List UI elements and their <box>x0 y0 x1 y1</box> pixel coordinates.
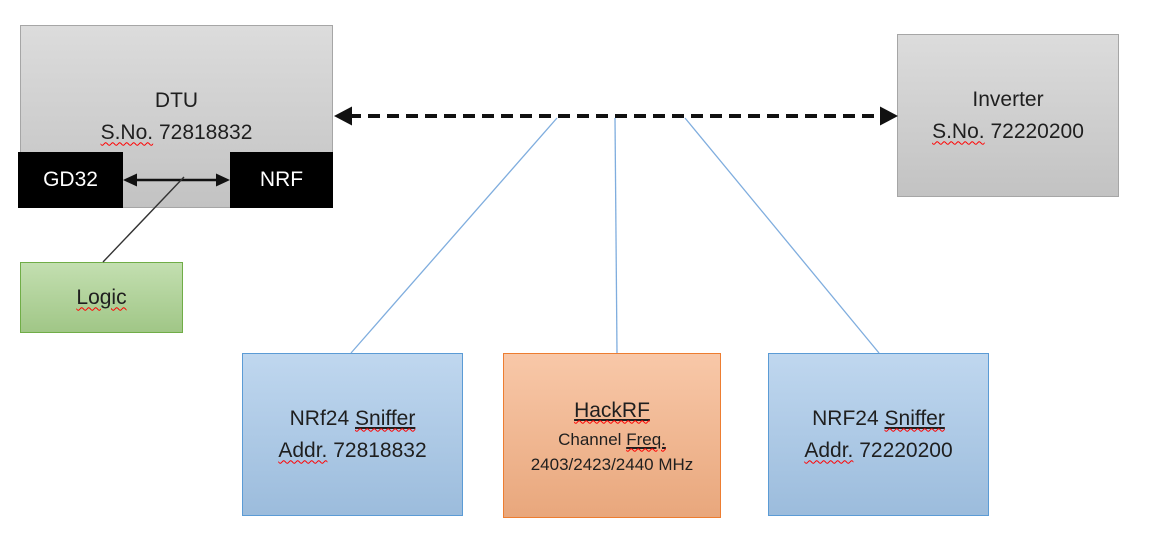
rf-tap-lines <box>350 117 880 354</box>
inverter-serial-value: 72220200 <box>990 119 1084 143</box>
dtu-serial-label: S.No. <box>100 120 154 144</box>
logic-label: Logic <box>76 285 127 309</box>
sniffer-left-address: Addr. 72818832 <box>278 438 427 462</box>
sniffer-right-connector <box>684 117 880 354</box>
sniffer-right-name: NRF24 Sniffer <box>812 406 945 430</box>
hackrf-title: HackRF <box>574 398 650 422</box>
dtu-inverter-dashed-arrow <box>334 106 898 126</box>
hackrf-channel-label: Channel Freq. <box>558 429 666 449</box>
hackrf-box: HackRF Channel Freq. 2403/2423/2440 MHz <box>503 353 721 518</box>
dashed-arrowhead-left <box>334 106 352 126</box>
nrf-box: NRF <box>230 152 333 208</box>
dtu-box: DTU S.No. 72818832 <box>20 25 333 208</box>
dtu-title: DTU <box>154 88 199 112</box>
dtu-serial-value: 72818832 <box>158 120 253 144</box>
gd32-box: GD32 <box>18 152 123 208</box>
dashed-arrowhead-right <box>880 106 898 126</box>
inverter-serial: S.No. 72220200 <box>932 116 1084 148</box>
sniffer-left-connector <box>350 117 558 354</box>
dtu-serial: S.No. 72818832 <box>101 117 253 149</box>
sniffer-left-box: NRf24 Sniffer Addr. 72818832 <box>242 353 463 516</box>
sniffer-left-name: NRf24 Sniffer <box>289 406 416 430</box>
inverter-box: Inverter S.No. 72220200 <box>897 34 1119 197</box>
inverter-title: Inverter <box>972 87 1044 111</box>
nrf-label: NRF <box>259 168 304 191</box>
hackrf-connector <box>614 117 618 354</box>
inverter-serial-label: S.No. <box>932 119 985 143</box>
sniffer-right-box: NRF24 Sniffer Addr. 72220200 <box>768 353 989 516</box>
hackrf-frequencies: 2403/2423/2440 MHz <box>530 454 694 474</box>
sniffer-right-address: Addr. 72220200 <box>804 438 953 462</box>
gd32-label: GD32 <box>43 168 98 191</box>
logic-box: Logic <box>20 262 183 333</box>
